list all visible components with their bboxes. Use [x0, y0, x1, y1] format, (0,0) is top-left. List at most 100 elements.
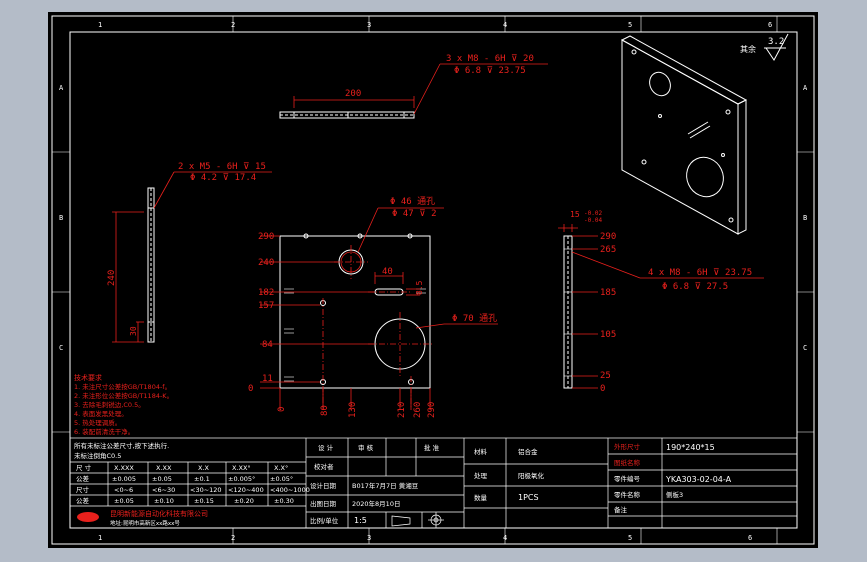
- side-view-left: 2 x M5 - 6H ⊽ 15 Φ 4.2 ⊽ 17.4 240 30: [107, 162, 272, 343]
- front-y-240: 240: [258, 258, 274, 268]
- svg-text:2. 未注形位公差按GB/T1184-K。: 2. 未注形位公差按GB/T1184-K。: [74, 391, 173, 400]
- zone-right-c: C: [803, 344, 807, 352]
- svg-text:地址:昆明市高新区xx路xx号: 地址:昆明市高新区xx路xx号: [110, 519, 180, 527]
- side-right-thickness: 15: [570, 210, 580, 219]
- side-right-y-25: 25: [600, 371, 611, 381]
- side-right-y-265: 265: [600, 245, 616, 255]
- svg-text:铝合金: 铝合金: [518, 447, 538, 456]
- svg-text:<30~120: <30~120: [190, 486, 222, 494]
- svg-text:其余: 其余: [740, 44, 756, 54]
- svg-text:处理: 处理: [474, 471, 488, 480]
- zone-bottom-6: 6: [748, 534, 752, 542]
- svg-text:<400~1000: <400~1000: [270, 486, 310, 494]
- side-right-y-185: 185: [600, 288, 616, 298]
- svg-text:±0.15: ±0.15: [194, 497, 214, 505]
- zone-top-2: 2: [231, 21, 235, 29]
- side-right-tol-bot: -0.04: [584, 217, 602, 224]
- svg-text:外形尺寸: 外形尺寸: [614, 442, 641, 451]
- svg-text:YKA303-02-04-A: YKA303-02-04-A: [665, 475, 732, 484]
- svg-text:出图日期: 出图日期: [310, 499, 337, 508]
- svg-text:<120~400: <120~400: [228, 486, 264, 494]
- roughness-symbol: 其余 3.2: [740, 33, 789, 61]
- svg-text:公差: 公差: [76, 496, 90, 505]
- zone-top-5: 5: [628, 21, 632, 29]
- zone-left-c: C: [59, 344, 63, 352]
- isometric-view: [620, 35, 748, 235]
- zone-bottom-4: 4: [503, 534, 507, 542]
- svg-text:阳极氧化: 阳极氧化: [518, 471, 545, 480]
- svg-text:±0.05°: ±0.05°: [270, 475, 293, 483]
- projection-symbol-icon: [391, 512, 444, 528]
- svg-text:图纸名称: 图纸名称: [614, 458, 641, 467]
- front-y-157: 157: [258, 301, 274, 311]
- zone-right-a: A: [803, 84, 808, 92]
- svg-text:3.2: 3.2: [768, 37, 784, 47]
- zone-left-b: B: [59, 214, 63, 222]
- zone-ticks: [52, 16, 814, 544]
- svg-text:技术要求: 技术要求: [74, 373, 102, 382]
- svg-text:设 计: 设 计: [318, 443, 334, 452]
- side-right-callout-2: Φ 6.8 ⊽ 27.5: [662, 282, 728, 292]
- svg-text:X.XXX: X.XXX: [114, 464, 134, 472]
- front-x-210: 210: [397, 402, 407, 418]
- svg-text:校对者: 校对者: [314, 462, 334, 471]
- zone-top-3: 3: [367, 21, 371, 29]
- front-x-80: 80: [320, 405, 330, 416]
- top-view: 200 3 x M8 - 6H ⊽ 20 Φ 6.8 ⊽ 23.75: [279, 54, 548, 119]
- svg-text:±0.1: ±0.1: [194, 475, 210, 483]
- side-right-callout-1: 4 x M8 - 6H ⊽ 23.75: [648, 268, 752, 278]
- zone-bottom-2: 2: [231, 534, 235, 542]
- front-x-290: 290: [427, 402, 437, 418]
- side-right-y-105: 105: [600, 330, 616, 340]
- svg-text:±0.20: ±0.20: [234, 497, 254, 505]
- front-y-11: 11: [262, 374, 273, 384]
- svg-text:所有未标注公差尺寸,按下述执行.: 所有未标注公差尺寸,按下述执行.: [74, 441, 169, 450]
- svg-text:6. 装配前清洗干净。: 6. 装配前清洗干净。: [74, 427, 134, 436]
- svg-text:3. 去除毛刺锐边,C0.5。: 3. 去除毛刺锐边,C0.5。: [74, 400, 145, 409]
- svg-text:<0~6: <0~6: [114, 486, 133, 494]
- svg-text:±0.005: ±0.005: [112, 475, 136, 483]
- svg-text:昆明新能源自动化科技有限公司: 昆明新能源自动化科技有限公司: [110, 509, 208, 518]
- top-view-dim: 200: [345, 89, 361, 99]
- front-hole2-callout: Φ 70 通孔: [452, 313, 497, 324]
- svg-text:侧板3: 侧板3: [666, 490, 683, 499]
- drawing-sheet: 1 2 3 4 5 6 1 2 3 4 5 6 A B C A B C 其余 3…: [48, 12, 818, 548]
- side-right-tol-top: -0.02: [584, 210, 602, 217]
- svg-text:B017年7月7日 黄湘豆: B017年7月7日 黄湘豆: [352, 481, 419, 490]
- top-view-callout-1: 3 x M8 - 6H ⊽ 20: [446, 54, 534, 64]
- zone-top-4: 4: [503, 21, 507, 29]
- front-y-290: 290: [258, 232, 274, 242]
- top-view-callout-2: Φ 6.8 ⊽ 23.75: [454, 66, 526, 76]
- svg-text:X.X: X.X: [198, 464, 210, 472]
- svg-text:设计日期: 设计日期: [310, 481, 337, 490]
- svg-text:X.XX°: X.XX°: [232, 464, 251, 472]
- inner-frame: [69, 31, 798, 529]
- tolerance-table: 所有未标注公差尺寸,按下述执行. 未标注倒角C0.5 尺 寸 X.XXX X.X…: [70, 441, 310, 527]
- front-slot-height: 8.5: [415, 280, 424, 295]
- front-x-260: 260: [413, 402, 423, 418]
- svg-text:<6~30: <6~30: [152, 486, 175, 494]
- svg-text:±0.30: ±0.30: [274, 497, 294, 505]
- front-y-182: 182: [258, 288, 274, 298]
- front-hole1-callout-1: Φ 46 通孔: [390, 196, 435, 207]
- zone-bottom-3: 3: [367, 534, 371, 542]
- front-x-130: 130: [348, 402, 358, 418]
- zone-left-a: A: [59, 84, 64, 92]
- zone-top-1: 1: [98, 21, 102, 29]
- svg-text:5. 热处理调质。: 5. 热处理调质。: [74, 418, 121, 427]
- front-y-0: 0: [248, 384, 253, 394]
- front-hole1-callout-2: Φ 47 ⊽ 2: [392, 209, 437, 219]
- svg-text:零件名称: 零件名称: [614, 490, 641, 499]
- zone-bottom-1: 1: [98, 534, 102, 542]
- svg-text:±0.05: ±0.05: [152, 475, 172, 483]
- svg-text:X.X°: X.X°: [274, 464, 288, 472]
- side-left-height: 240: [107, 270, 117, 286]
- svg-text:1:5: 1:5: [354, 516, 367, 525]
- svg-text:材料: 材料: [474, 447, 488, 456]
- svg-text:±0.005°: ±0.005°: [228, 475, 255, 483]
- zone-top-6: 6: [768, 21, 772, 29]
- front-view: 290 240 182 157 84 11 0 0 80 130 210 260…: [248, 196, 498, 418]
- svg-text:2020年8月10日: 2020年8月10日: [352, 499, 400, 508]
- svg-text:审 核: 审 核: [358, 443, 374, 452]
- svg-text:零件编号: 零件编号: [614, 474, 641, 483]
